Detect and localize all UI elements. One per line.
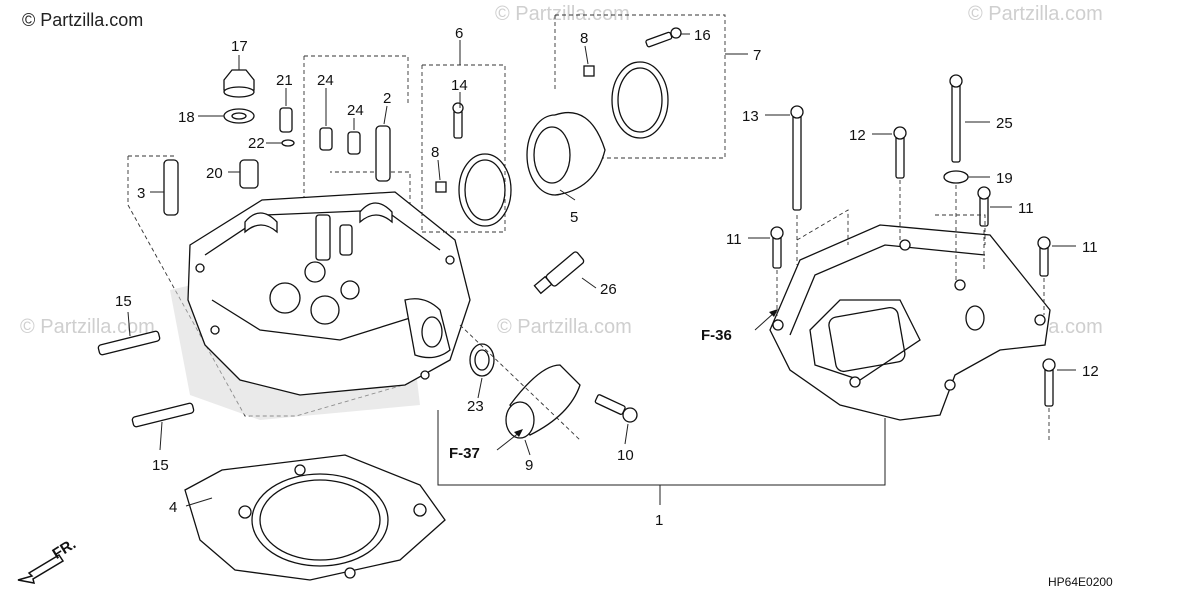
cylinder-head-illustration <box>127 55 471 420</box>
callout-11-right-top[interactable]: 11 <box>1018 200 1034 217</box>
watermark-mid-left: © Partzilla.com <box>20 316 155 338</box>
callout-10[interactable]: 10 <box>617 447 634 464</box>
insulator-clamps-illustration <box>421 14 726 233</box>
callout-18[interactable]: 18 <box>178 109 195 126</box>
callout-26[interactable]: 26 <box>600 281 617 298</box>
callout-8-left[interactable]: 8 <box>431 144 439 161</box>
callout-14[interactable]: 14 <box>451 77 468 94</box>
callout-13[interactable]: 13 <box>742 108 759 125</box>
reference-arrows <box>496 309 778 451</box>
spark-plug-illustration <box>533 251 585 295</box>
callout-24-left[interactable]: 24 <box>317 72 334 89</box>
callout-12-top[interactable]: 12 <box>849 127 866 144</box>
head-cover-illustration <box>769 74 1056 440</box>
callout-25[interactable]: 25 <box>996 115 1013 132</box>
callout-21[interactable]: 21 <box>276 72 293 89</box>
callout-11-right[interactable]: 11 <box>1082 239 1098 256</box>
reference-f37[interactable]: F-37 <box>449 445 480 462</box>
callout-5[interactable]: 5 <box>570 209 578 226</box>
callout-9[interactable]: 9 <box>525 457 533 474</box>
callout-8-right[interactable]: 8 <box>580 30 588 47</box>
callout-1[interactable]: 1 <box>655 512 663 529</box>
callout-7[interactable]: 7 <box>753 47 761 64</box>
callout-16[interactable]: 16 <box>694 27 711 44</box>
water-joint-illustration <box>459 324 638 441</box>
callout-22[interactable]: 22 <box>248 135 265 152</box>
callout-6[interactable]: 6 <box>455 25 463 42</box>
front-arrow: FR. <box>17 535 79 584</box>
brand-label[interactable]: © Partzilla.com <box>22 10 143 30</box>
diagram-code: HP64E0200 <box>1048 575 1113 589</box>
callout-19[interactable]: 19 <box>996 170 1013 187</box>
leader-lines <box>127 33 1076 507</box>
watermark-top-center: © Partzilla.com <box>495 3 630 25</box>
watermark-top-right: © Partzilla.com <box>968 3 1103 25</box>
callout-12-bottom[interactable]: 12 <box>1082 363 1099 380</box>
small-parts-left <box>97 69 391 428</box>
callout-20[interactable]: 20 <box>206 165 223 182</box>
head-gasket-illustration <box>184 454 446 581</box>
callout-11-left[interactable]: 11 <box>726 231 742 248</box>
callout-15-bottom[interactable]: 15 <box>152 457 169 474</box>
callout-23[interactable]: 23 <box>467 398 484 415</box>
reference-f36[interactable]: F-36 <box>701 327 732 344</box>
callout-2[interactable]: 2 <box>383 90 391 107</box>
callout-4[interactable]: 4 <box>169 499 177 516</box>
watermark-mid-center: © Partzilla.com <box>497 316 632 338</box>
callout-24-right[interactable]: 24 <box>347 102 364 119</box>
callout-3[interactable]: 3 <box>137 185 145 202</box>
assembly-bracket <box>437 410 886 486</box>
callout-17[interactable]: 17 <box>231 38 248 55</box>
callout-15-top[interactable]: 15 <box>115 293 132 310</box>
